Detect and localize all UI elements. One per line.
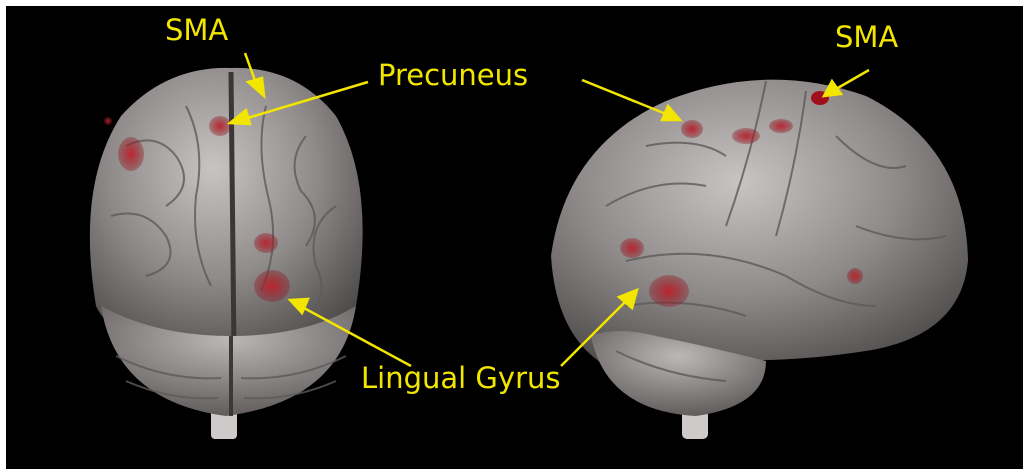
label-sma-lateral: SMA bbox=[835, 20, 899, 54]
arrow-lingual-left-head bbox=[287, 297, 310, 316]
arrow-sma-back-head bbox=[245, 76, 266, 100]
activation-lateral bbox=[620, 91, 863, 307]
arrow-lingual-right-head bbox=[616, 287, 639, 311]
cerebellum-posterior bbox=[101, 306, 356, 416]
annotation-arrows bbox=[226, 52, 870, 368]
brain-illustration bbox=[89, 52, 968, 439]
figure-frame: SMA Precuneus SMA Lingual Gyrus bbox=[6, 6, 1023, 469]
gyri-lateral bbox=[605, 80, 947, 382]
arrow-precuneus-right-head bbox=[660, 103, 683, 122]
brain-lateral-view bbox=[551, 79, 968, 439]
label-lingual-gyrus: Lingual Gyrus bbox=[361, 361, 561, 395]
arrow-precuneus-left bbox=[243, 80, 369, 121]
activation-posterior bbox=[104, 116, 290, 302]
arrow-sma-side bbox=[835, 68, 870, 91]
label-sma-posterior: SMA bbox=[165, 13, 229, 47]
cerebrum-lateral bbox=[551, 79, 968, 374]
gyri-posterior bbox=[110, 105, 347, 400]
arrow-lingual-left bbox=[303, 306, 412, 368]
arrow-precuneus-right bbox=[581, 78, 667, 116]
label-precuneus: Precuneus bbox=[378, 58, 529, 92]
arrow-sma-side-head bbox=[821, 78, 844, 98]
arrow-lingual-right bbox=[560, 300, 627, 367]
brain-posterior-view bbox=[89, 67, 363, 439]
arrow-precuneus-left-head bbox=[226, 107, 252, 126]
cerebrum-posterior bbox=[89, 67, 363, 356]
longitudinal-fissure bbox=[228, 71, 237, 352]
